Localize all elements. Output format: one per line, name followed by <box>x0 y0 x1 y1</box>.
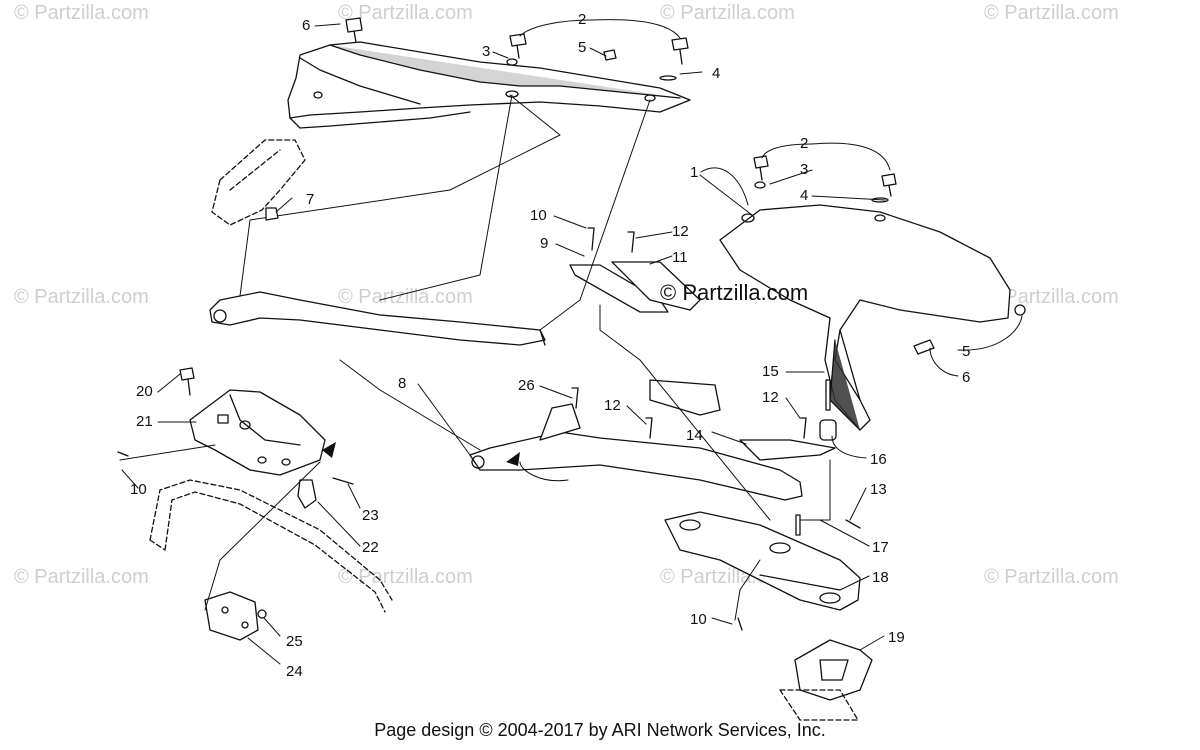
watermark: © Partzilla.com <box>984 566 1119 588</box>
callout-label: 2 <box>800 135 808 152</box>
dashed-lower-right <box>779 689 859 721</box>
callout-label: 25 <box>286 633 303 650</box>
lower-right-bracket-17 <box>664 511 861 611</box>
callout-label: 12 <box>762 389 779 406</box>
watermark: © Partzilla.com <box>338 2 473 24</box>
callout-label: 10 <box>690 611 707 628</box>
callout-label: 5 <box>962 343 970 360</box>
callout-numbers: 1 2 2 3 3 4 4 5 5 6 6 7 8 9 10 10 10 11 … <box>130 11 970 680</box>
callout-label: 3 <box>800 161 808 178</box>
plate-23 <box>204 591 267 641</box>
callout-label: 9 <box>540 235 548 252</box>
watermark: © Partzilla.com <box>338 566 473 588</box>
dashed-frame <box>149 479 393 613</box>
callout-label: 26 <box>518 377 535 394</box>
watermark: © Partzilla.com <box>984 286 1119 308</box>
callout-label: 2 <box>578 11 586 28</box>
callout-label: 8 <box>398 375 406 392</box>
watermark: © Partzilla.com <box>14 2 149 24</box>
watermark: © Partzilla.com <box>660 2 795 24</box>
watermark: © Partzilla.com <box>338 286 473 308</box>
copyright-footer: Page design © 2004-2017 by ARI Network S… <box>374 720 826 740</box>
callout-label: 14 <box>686 427 703 444</box>
leader-lines <box>119 94 831 621</box>
callout-label: 20 <box>136 383 153 400</box>
callout-label: 18 <box>872 569 889 586</box>
upper-support-bar <box>209 291 546 346</box>
callout-label: 6 <box>302 17 310 34</box>
upper-dash-panel <box>287 41 691 129</box>
center-watermark: © Partzilla.com <box>660 280 808 305</box>
callout-label: 12 <box>604 397 621 414</box>
hardware-screws <box>117 17 1026 631</box>
watermark: © Partzilla.com <box>984 2 1119 24</box>
callout-label: 3 <box>482 43 490 60</box>
right-dash-panel <box>719 204 1011 431</box>
callout-label: 10 <box>530 207 547 224</box>
callout-label: 12 <box>672 223 689 240</box>
callout-label: 24 <box>286 663 303 680</box>
callout-label: 17 <box>872 539 889 556</box>
callout-label: 1 <box>690 164 698 181</box>
plate-18 <box>794 639 873 701</box>
callout-label: 23 <box>362 507 379 524</box>
lower-support-bar <box>469 379 837 501</box>
callout-label: 5 <box>578 39 586 56</box>
arrow-markers <box>322 442 520 466</box>
watermark: © Partzilla.com <box>14 286 149 308</box>
dashed-bracket-7 <box>211 139 306 226</box>
watermark: © Partzilla.com <box>14 566 149 588</box>
callout-label: 4 <box>800 187 808 204</box>
callout-label: 22 <box>362 539 379 556</box>
callout-leaders <box>121 19 1023 665</box>
bracket-9-11 <box>569 261 701 313</box>
callout-label: 15 <box>762 363 779 380</box>
callout-label: 4 <box>712 65 720 82</box>
callout-label: 13 <box>870 481 887 498</box>
callout-label: 6 <box>962 369 970 386</box>
left-mount-bracket <box>189 389 326 509</box>
callout-label: 21 <box>136 413 153 430</box>
callout-label: 16 <box>870 451 887 468</box>
callout-label: 7 <box>306 191 314 208</box>
callout-label: 11 <box>672 249 688 266</box>
callout-label: 19 <box>888 629 905 646</box>
callout-label: 10 <box>130 481 147 498</box>
